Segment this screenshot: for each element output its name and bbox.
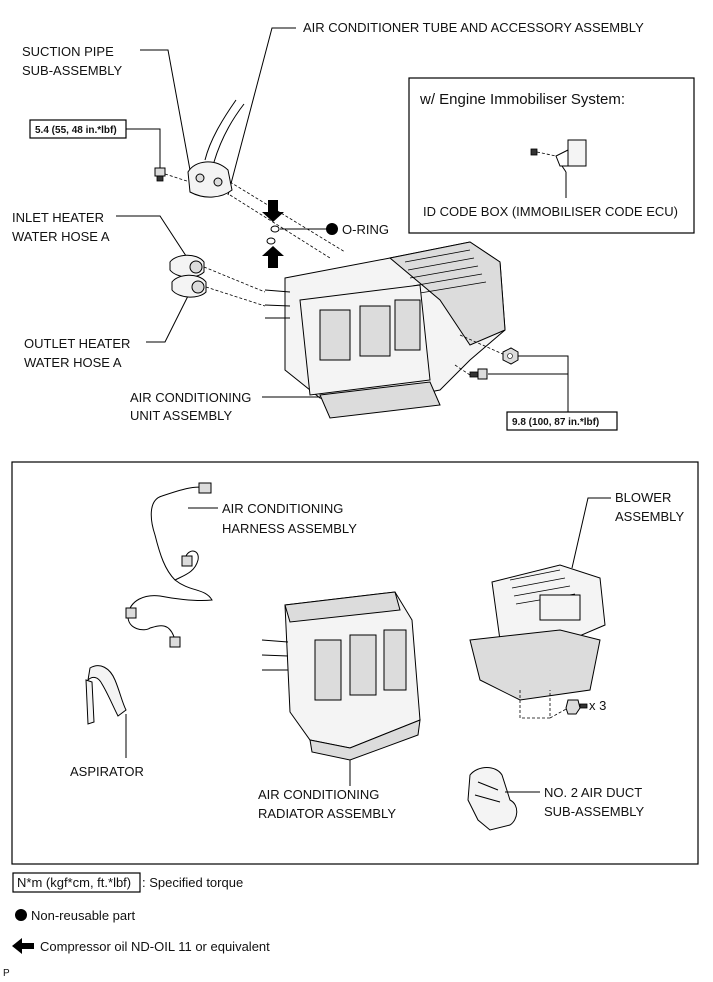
air-duct-drawing: [467, 767, 518, 831]
inlet-hose-leader: [116, 215, 191, 263]
aspirator-label: ASPIRATOR: [70, 764, 144, 779]
o-ring-group: [262, 200, 284, 268]
suction-pipe-label-line1: SUCTION PIPE: [22, 44, 114, 59]
torque-2-leader: [518, 355, 569, 420]
outlet-hose-leader: [146, 291, 191, 343]
torque-1-leader: [126, 128, 161, 168]
nut-icon: [502, 347, 519, 365]
air-duct-label-line2: SUB-ASSEMBLY: [544, 804, 645, 819]
ac-radiator-drawing: [261, 591, 421, 761]
nut-dashed-line: [459, 334, 506, 356]
harness-label-line2: HARNESS ASSEMBLY: [222, 521, 357, 536]
legend-non-reusable-dot: [15, 909, 27, 921]
compressor-oil-arrow-up: [262, 246, 284, 268]
torque-value-2: 9.8 (100, 87 in.*lbf): [512, 417, 599, 428]
blower-drawing: [469, 564, 606, 701]
suction-pipe-flange: [187, 99, 245, 198]
outlet-hose-label-line1: OUTLET HEATER: [24, 336, 130, 351]
bolt2-dashed-line: [454, 364, 471, 376]
legend-torque-unit: N*m (kgf*cm, ft.*lbf): [17, 875, 131, 890]
hose-dashed-line-2: [205, 286, 266, 307]
inlet-hose-label-line2: WATER HOSE A: [12, 229, 110, 244]
legend-non-reusable-text: Non-reusable part: [31, 908, 135, 923]
hose-dashed-line-1: [203, 266, 266, 293]
ac-harness-drawing: [125, 482, 213, 648]
bolt-icon-2: [469, 368, 488, 380]
bolt-icon: [154, 167, 166, 182]
aspirator-drawing: [85, 665, 127, 725]
harness-label-line1: AIR CONDITIONING: [222, 501, 343, 516]
flange-dashed-line-2: [229, 181, 346, 253]
flange-dashed-line: [229, 194, 331, 259]
torque-box-2: [506, 411, 618, 431]
air-duct-label-line1: NO. 2 AIR DUCT: [544, 785, 642, 800]
torque-value-1: 5.4 (55, 48 in.*lbf): [35, 125, 117, 136]
radiator-label-line2: RADIATOR ASSEMBLY: [258, 806, 396, 821]
footer-code: P: [3, 968, 10, 979]
blower-label-line1: BLOWER: [615, 490, 671, 505]
blower-leader: [571, 497, 611, 569]
components-frame: [11, 461, 699, 865]
ac-unit-label-line1: AIR CONDITIONING: [130, 390, 251, 405]
id-code-box-drawing: [530, 139, 587, 173]
blower-label-line2: ASSEMBLY: [615, 509, 684, 524]
suction-pipe-label-line2: SUB-ASSEMBLY: [22, 63, 123, 78]
legend-torque-box: [12, 872, 141, 893]
screw-dashed-line-2: [549, 707, 569, 719]
inlet-hose-label-line1: INLET HEATER: [12, 210, 104, 225]
radiator-label-line1: AIR CONDITIONING: [258, 787, 379, 802]
o-ring-label: O-RING: [342, 222, 389, 237]
o-ring-icon: [270, 225, 280, 233]
heater-hoses: [169, 254, 207, 298]
ac-unit-label-line2: UNIT ASSEMBLY: [130, 408, 232, 423]
non-reusable-dot: [326, 223, 338, 235]
immobiliser-inset-box: [408, 77, 695, 234]
suction-pipe-leader: [140, 49, 191, 171]
bolt-dashed-line: [164, 173, 191, 183]
legend-compressor-oil-arrow: [12, 938, 34, 954]
id-code-box-label: ID CODE BOX (IMMOBILISER CODE ECU): [423, 204, 678, 219]
legend-compressor-oil-text: Compressor oil ND-OIL 11 or equivalent: [40, 939, 270, 954]
legend-torque-text: : Specified torque: [142, 875, 243, 890]
screw-count: x 3: [589, 698, 606, 713]
immobiliser-inset-title: w/ Engine Immobiliser System:: [419, 91, 625, 108]
outlet-hose-label-line2: WATER HOSE A: [24, 355, 122, 370]
screw-icon: [565, 699, 588, 715]
ac-tube-leader: [227, 27, 296, 196]
compressor-oil-arrow-down: [262, 200, 284, 222]
screw-dashed-line: [519, 690, 551, 719]
ac-unit-assembly-drawing: [264, 241, 506, 419]
o-ring-icon: [266, 237, 276, 245]
ac-tube-label: AIR CONDITIONER TUBE AND ACCESSORY ASSEM…: [303, 20, 644, 35]
